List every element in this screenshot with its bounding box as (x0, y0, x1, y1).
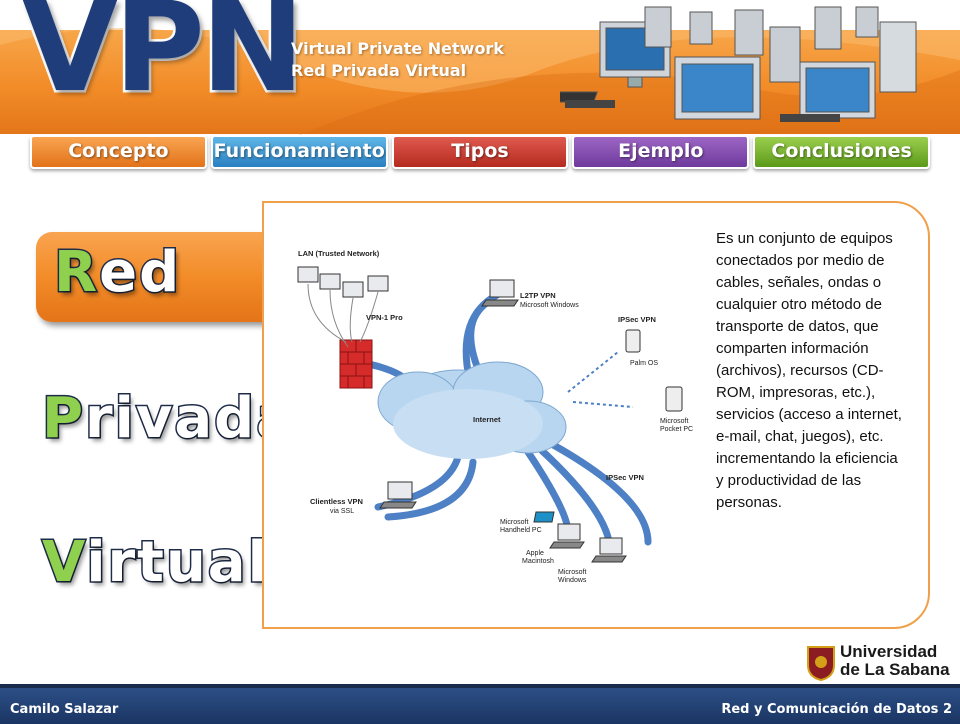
diagram-label-ipsec-bottom: IPSec VPN (606, 473, 644, 482)
monitor-icon (799, 61, 876, 119)
diagram-label-mswin-2: Windows (558, 577, 587, 584)
diagram-label-handheld-2: Handheld PC (500, 527, 542, 534)
subtitle-line-spanish: Red Privada Virtual (291, 61, 467, 80)
footer-bar: Camilo Salazar Red y Comunicación de Dat… (0, 684, 960, 724)
diagram-label-lan: LAN (Trusted Network) (298, 249, 380, 258)
description-text: Es un conjunto de equipos conectados por… (716, 230, 902, 511)
computers-illustration (560, 6, 917, 122)
word-virtual-rest: irtual (85, 529, 269, 597)
laptop-icon (379, 481, 417, 509)
word-red: Red (52, 239, 182, 307)
diagram-label-handheld-1: Microsoft (500, 519, 528, 526)
diagram-label-pocket-1: Microsoft (660, 418, 688, 425)
red-highlight-bar (36, 232, 296, 322)
monitor-icon (674, 56, 761, 120)
tower-icon (644, 6, 842, 83)
wireless-links (567, 351, 634, 408)
diagram-label-clientless-sub: via SSL (330, 508, 354, 515)
diagram-label-vpn1: VPN-1 Pro (366, 313, 403, 322)
university-name-line2: de La Sabana (840, 660, 950, 679)
word-virtual-initial: V (40, 529, 87, 597)
word-privada-rest: rivada (84, 385, 297, 453)
word-red-initial: R (52, 239, 100, 307)
university-name-line1: Universidad (840, 642, 938, 661)
word-privada: Privada (40, 385, 297, 453)
tab-concepto[interactable]: Concepto (30, 135, 207, 169)
subtitle-line-english: Virtual Private Network (291, 39, 504, 58)
pocket-pc-icon (665, 386, 683, 412)
laptop-icon (591, 537, 627, 563)
diagram-label-apple-1: Apple (526, 550, 544, 557)
word-privada-initial: P (40, 385, 86, 453)
diagram-label-l2tp-sub: Microsoft Windows (520, 302, 579, 309)
tab-ejemplo[interactable]: Ejemplo (572, 135, 750, 169)
word-virtual: Virtual (40, 529, 269, 597)
laptop-icon (481, 279, 519, 307)
vpn-logo: VPN (20, 0, 308, 120)
diagram-label-internet: Internet (473, 415, 501, 424)
diagram-label-l2tp: L2TP VPN (520, 291, 556, 300)
keyboard-icon (780, 114, 840, 122)
diagram-label-clientless: Clientless VPN (310, 497, 363, 506)
main-navigation: Concepto Funcionamiento Tipos Ejemplo Co… (28, 135, 932, 173)
vpn-network-diagram: Internet LAN (Trusted Network) VPN-1 Pro… (297, 249, 693, 584)
footer-author: Camilo Salazar (10, 702, 119, 717)
tower-icon (855, 6, 917, 93)
word-red-rest: ed (98, 239, 182, 307)
diagram-label-pocket-2: Pocket PC (660, 426, 693, 433)
diagram-label-palm: Palm OS (630, 360, 658, 367)
university-shield-icon (807, 646, 835, 681)
monitor-icon (560, 21, 671, 103)
tab-conclusiones[interactable]: Conclusiones (753, 135, 930, 169)
tab-tipos[interactable]: Tipos (391, 135, 569, 169)
firewall-icon (339, 339, 373, 389)
diagram-label-apple-2: Macintosh (522, 558, 554, 565)
laptop-icon (549, 523, 585, 549)
header-subtitle: Virtual Private Network Red Privada Virt… (291, 38, 504, 82)
diagram-label-mswin-1: Microsoft (558, 569, 586, 576)
lan-links (307, 283, 379, 348)
keyboard-icon (565, 100, 615, 108)
palm-device-icon (625, 329, 641, 353)
internet-cloud-icon (377, 361, 567, 459)
footer-course: Red y Comunicación de Datos 2 (721, 702, 952, 717)
handheld-pc-icon (533, 511, 555, 523)
tab-funcionamiento[interactable]: Funcionamiento (210, 135, 388, 169)
university-name: Universidad de La Sabana (840, 643, 950, 679)
lan-computers-icon (297, 266, 389, 298)
diagram-label-ipsec-top: IPSec VPN (618, 315, 656, 324)
